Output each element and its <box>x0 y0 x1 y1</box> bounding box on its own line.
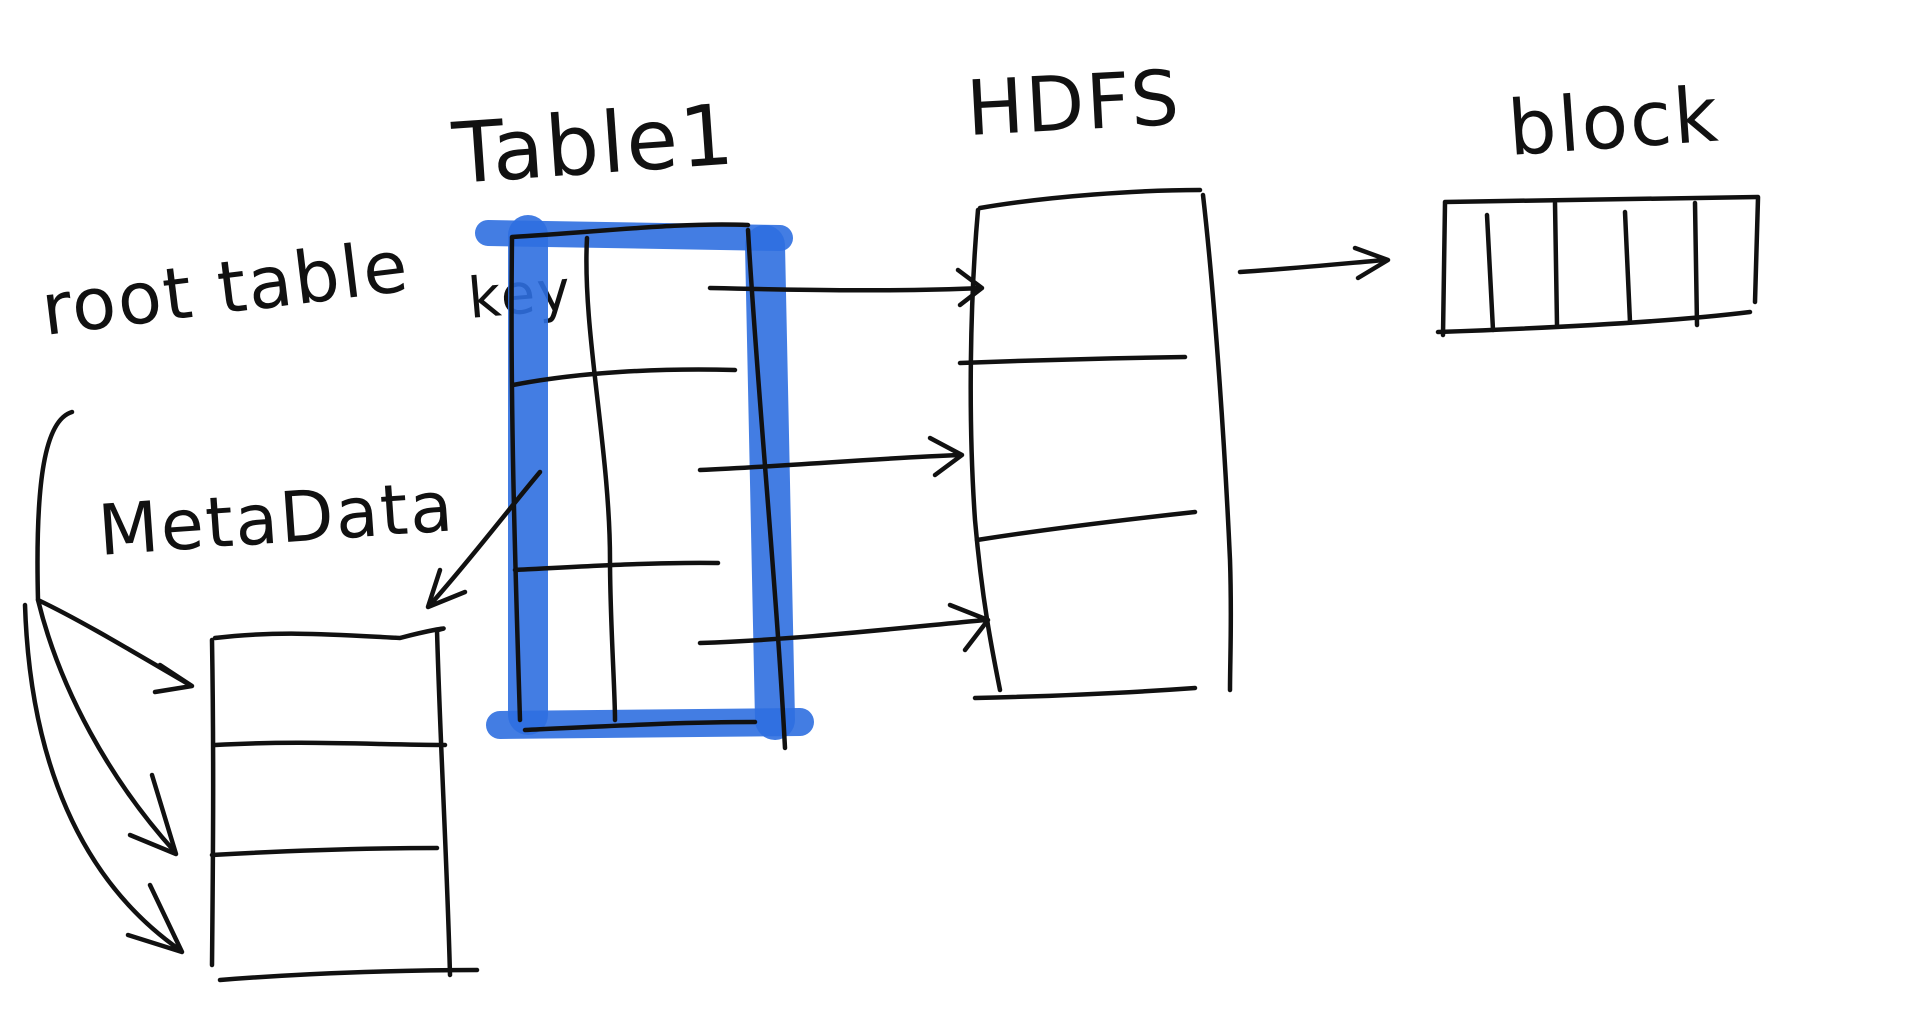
table1-bottom-line <box>522 719 758 733</box>
table1-row-line-2 <box>512 560 721 573</box>
table1-to-hdfs-arrows <box>697 267 991 653</box>
metadata-top-line <box>212 626 446 641</box>
hdfs-row-line-1 <box>957 354 1188 366</box>
block-top-line <box>1442 194 1761 205</box>
table1-left-line <box>509 235 523 723</box>
label-block: block <box>1505 69 1722 173</box>
hdfs-box <box>957 187 1234 701</box>
arrow-row3-head <box>947 602 991 653</box>
root-arrow-3-shaft <box>22 602 183 953</box>
block-bottom-line <box>1435 309 1753 335</box>
metadata-box <box>209 626 480 983</box>
label-metadata: MetaData <box>95 465 457 572</box>
block-divider-1 <box>1484 212 1496 333</box>
hdfs-row-line-2 <box>974 509 1198 543</box>
block-divider-0 <box>1440 200 1448 338</box>
key-metadata-arrow-shaft <box>427 469 543 608</box>
metadata-row-line-1 <box>212 740 448 748</box>
label-table1: Table1 <box>449 85 739 203</box>
hdfs-block-arrow-head <box>1352 245 1391 281</box>
metadata-right-line <box>434 627 453 978</box>
arrow-row3-shaft <box>697 617 988 646</box>
table1-top-line <box>509 222 751 240</box>
arrow-row1-shaft <box>707 285 983 293</box>
metadata-bottom-line <box>217 967 480 983</box>
table1-right-line <box>745 227 788 751</box>
label-root-table: root table <box>37 223 414 351</box>
hdfs-right-line <box>1200 192 1234 693</box>
block-divider-4 <box>1692 200 1700 328</box>
block-divider-2 <box>1552 200 1560 328</box>
arrow-row1-head <box>955 267 985 308</box>
block-divider-3 <box>1622 209 1633 325</box>
arrow-row2-head <box>927 435 965 478</box>
root-arrow-1-head <box>152 662 195 695</box>
root-arrow-2-head <box>127 772 179 857</box>
metadata-row-line-2 <box>209 845 440 858</box>
hdfs-to-block-arrow <box>1237 245 1391 281</box>
arrow-row2-shaft <box>697 452 963 473</box>
table1-box <box>509 222 788 751</box>
root-arrow-3-head <box>125 882 185 955</box>
block-divider-5 <box>1752 195 1761 305</box>
hdfs-block-arrow-shaft <box>1237 257 1388 275</box>
table1-key-column-line <box>584 235 618 723</box>
key-metadata-arrow-head <box>425 567 468 610</box>
table1-row-line-1 <box>510 367 738 388</box>
root-arrow-2-shaft <box>35 597 178 855</box>
metadata-left-line <box>209 637 216 968</box>
root-table-arrows <box>22 409 195 955</box>
hdfs-top-line <box>977 187 1203 211</box>
label-hdfs: HDFS <box>964 53 1183 153</box>
hdfs-bottom-line <box>972 685 1198 701</box>
hdfs-left-line <box>968 207 1003 693</box>
key-to-metadata-arrow <box>425 469 543 610</box>
block-box <box>1435 194 1761 338</box>
